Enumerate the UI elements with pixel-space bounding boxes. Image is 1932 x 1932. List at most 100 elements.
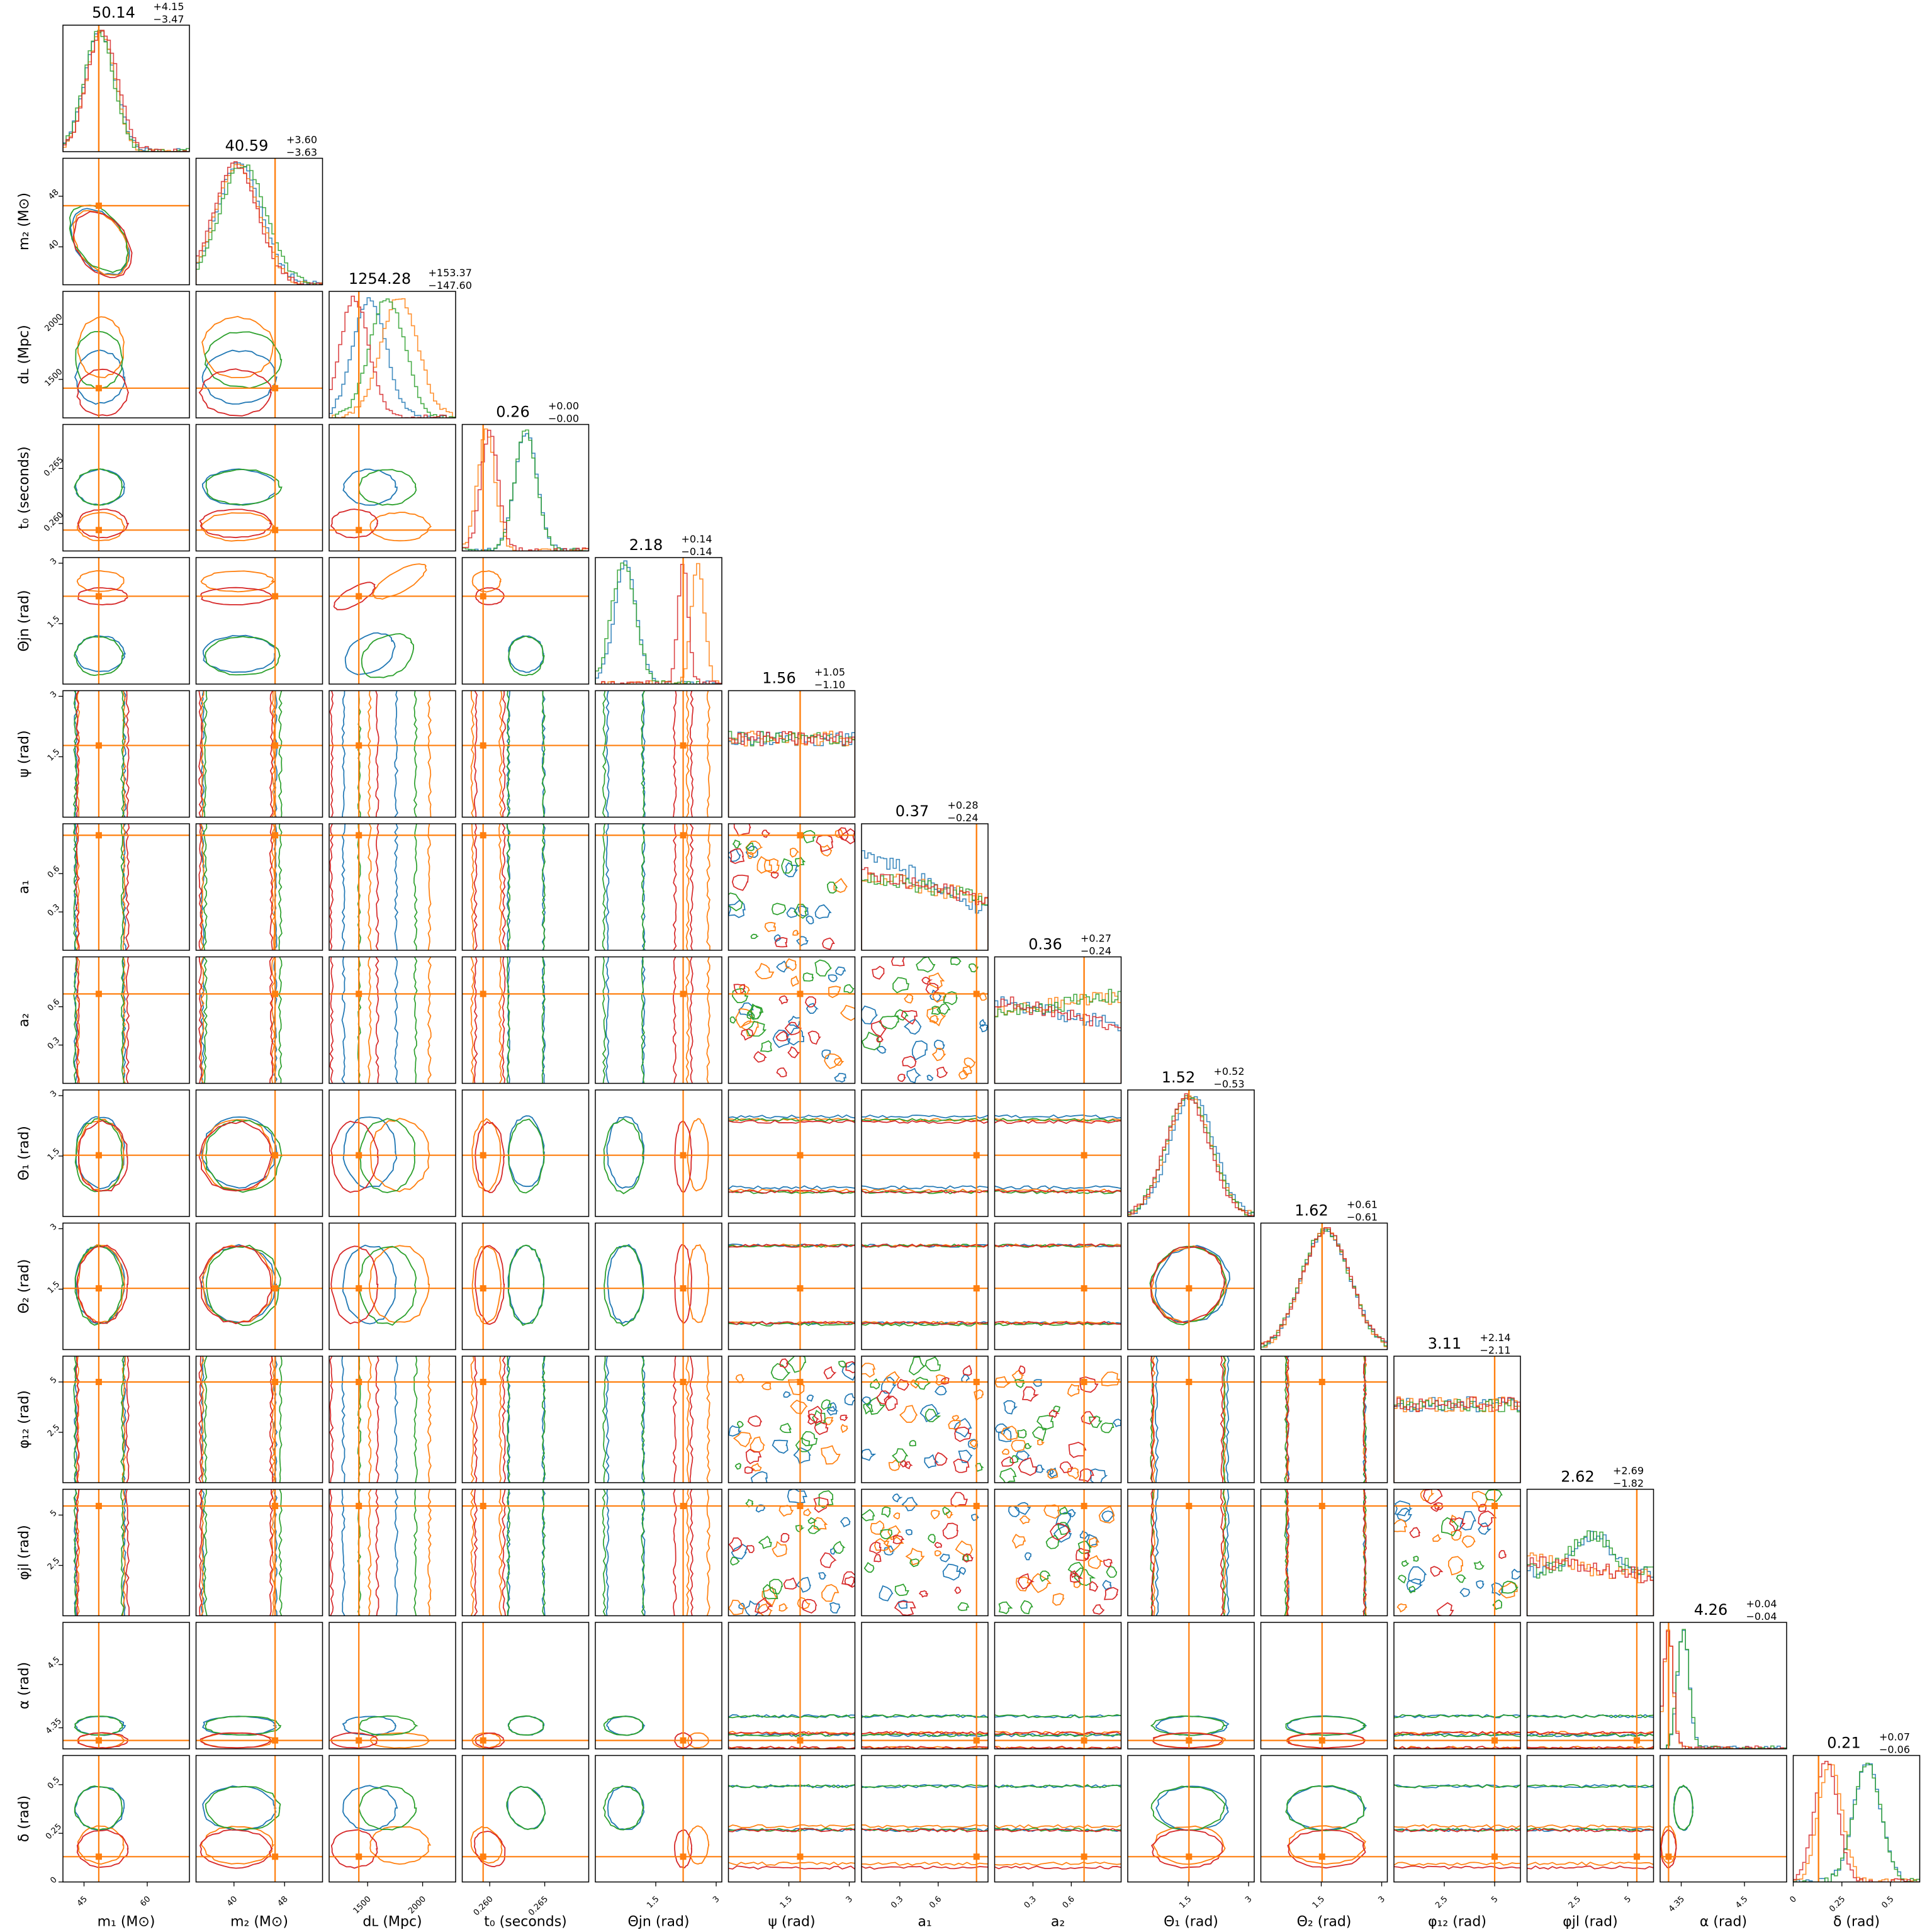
contour-blob [901,1497,919,1512]
truth-marker [680,1503,687,1510]
panel-content [196,1223,323,1350]
y-axis-label-5: ψ (rad) [16,730,32,777]
truth-marker [973,1378,980,1385]
panel-7-6 [861,956,989,1084]
contour-band [862,1115,988,1119]
panel-frame [195,823,323,951]
panel-content [728,1489,855,1616]
contour-band [368,1489,372,1616]
contour-band [862,1828,988,1833]
contour-ellipse [74,636,124,677]
contour-blob [774,937,788,948]
contour-band [862,1824,988,1829]
contour-band [706,957,710,1084]
contour-blob [822,937,835,950]
panel-frame [727,1089,856,1217]
contour-blob [731,988,749,1003]
contour-blob [954,1587,962,1594]
histogram-4-series-3 [595,564,722,684]
contour-band [672,824,677,950]
truth-marker [1318,1378,1325,1385]
contour-ellipse [1154,1245,1231,1323]
contour-band [368,957,372,1084]
histogram-10-series-2 [1394,1398,1520,1483]
contour-ellipse [204,331,283,389]
contour-ellipse [344,632,396,675]
truth-marker [680,832,687,839]
contour-blob [827,1402,837,1412]
panel-content [595,1090,722,1216]
contour-ellipse [674,1120,692,1193]
x-tick-label: 0 [1789,1894,1799,1904]
x-tick-label: 48 [276,1894,289,1908]
truth-marker [480,1503,486,1510]
truth-marker [797,1737,804,1744]
contour-blob [1473,1560,1485,1570]
contour-blob [740,1028,754,1041]
truth-marker [480,1152,486,1159]
contour-blob [974,1389,984,1401]
panel-frame [62,1356,190,1483]
truth-marker [272,385,279,391]
y-axis-label-10: φ₁₂ (rad) [16,1390,32,1449]
panel-frame [195,1089,323,1217]
panel-content [462,1356,589,1483]
contour-blob [814,959,833,977]
contour-blob [1017,1573,1035,1590]
truth-marker [356,527,362,534]
contour-blob [1449,1517,1466,1532]
panel-content [595,1755,722,1882]
panel-frame [62,557,190,685]
contour-band [470,690,475,817]
contour-blob [894,1009,909,1021]
panel-content [1128,1356,1254,1483]
contour-blob [906,1067,922,1084]
contour-band [1394,1714,1520,1719]
panel-frame [1260,1755,1388,1883]
panel-title-minus: −0.00 [548,413,579,425]
panel-frame [195,1222,323,1351]
panel-11-1 [195,1488,323,1617]
panel-frame [994,1089,1122,1217]
contour-band [120,1489,125,1616]
contour-blob [942,1522,958,1540]
panel-content [728,1223,855,1350]
contour-ellipse [202,1785,277,1831]
contour-blob [1461,1535,1476,1548]
y-axis-label-6: a₁ [16,880,32,894]
y-tick-label: 0.265 [42,455,65,478]
contour-blob [813,1497,829,1513]
contour-ellipse [76,1829,129,1868]
contour-band [1527,1784,1654,1789]
contour-ellipse [1155,1785,1229,1831]
panel-9-5 [727,1222,856,1351]
histogram-0-series-3 [63,30,189,152]
x-axis-label-5: ψ (rad) [768,1914,815,1930]
panel-content [63,1622,189,1749]
contour-blob [770,1362,791,1381]
panel-content [1261,1356,1388,1483]
contour-band [1225,1489,1230,1616]
histogram-5-series-3 [728,731,855,817]
y-tick-label: 0.25 [44,1822,64,1841]
contour-band [413,1356,418,1483]
contour-blob [958,1567,967,1575]
contour-ellipse [77,587,128,605]
panel-content [1261,1223,1388,1350]
contour-band [357,690,362,817]
truth-marker [1491,1853,1498,1860]
panel-content [994,1356,1121,1483]
contour-blob [931,1006,941,1015]
contour-blob [790,848,800,858]
contour-band [427,1489,432,1616]
truth-marker [356,1152,362,1159]
contour-blob [819,1552,837,1568]
contour-band [120,957,125,1084]
contour-blob [865,1396,886,1415]
contour-band [1150,1356,1155,1483]
panel-content [329,1622,456,1749]
panel-frame [595,1089,722,1217]
x-tick-label: 0.25 [1828,1894,1847,1914]
contour-blob [795,1437,814,1452]
